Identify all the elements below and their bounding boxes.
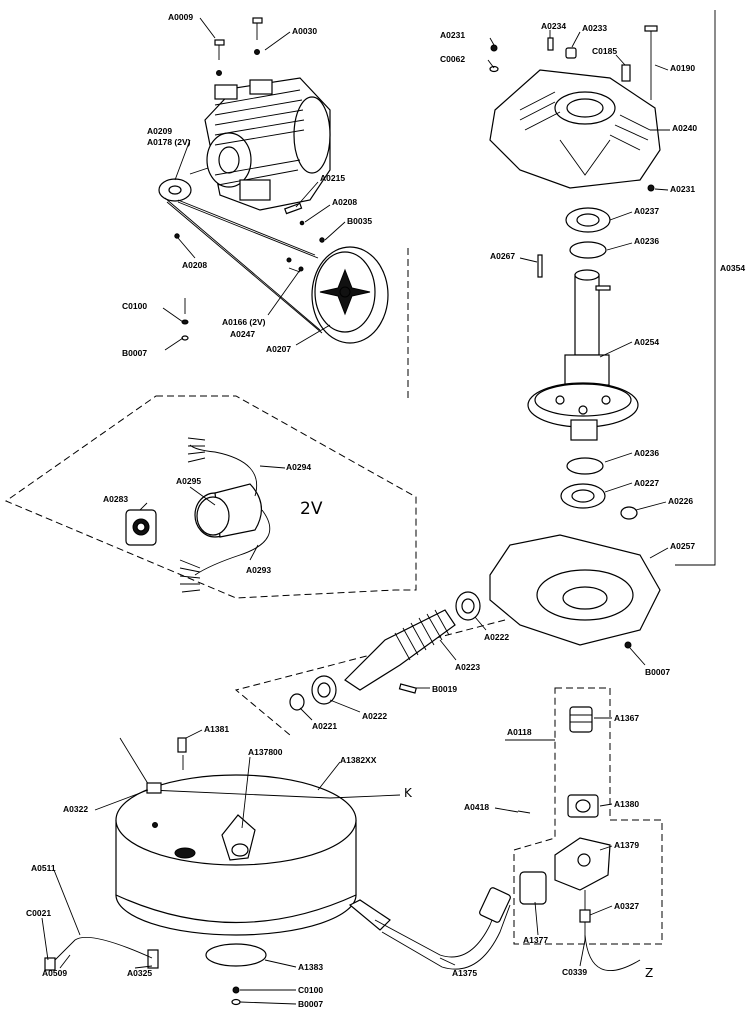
- label-a0190: A0190: [670, 63, 695, 73]
- shaft-assembly: [527, 207, 639, 520]
- label-c0339: C0339: [562, 967, 587, 977]
- label-c0062: C0062: [440, 54, 465, 64]
- label-a0231-top: A0231: [440, 30, 465, 40]
- label-a0221: A0221: [312, 721, 337, 731]
- label-a0166: A0166 (2V): [222, 317, 266, 327]
- label-a0222-left: A0222: [362, 711, 387, 721]
- label-a0283: A0283: [103, 494, 128, 504]
- label-a0226: A0226: [668, 496, 693, 506]
- label-c0185: C0185: [592, 46, 617, 56]
- label-a1383: A1383: [298, 962, 323, 972]
- label-a0236-bottom: A0236: [634, 448, 659, 458]
- label-k: K: [404, 786, 413, 800]
- label-a0294: A0294: [286, 462, 311, 472]
- label-a0118: A0118: [507, 727, 532, 737]
- label-a1377: A1377: [523, 935, 548, 945]
- label-b0035: B0035: [347, 216, 372, 226]
- label-a0267: A0267: [490, 251, 515, 261]
- label-b0019: B0019: [432, 684, 457, 694]
- gearbox-base: [489, 534, 661, 649]
- label-a0511: A0511: [31, 863, 56, 873]
- fittings: [517, 706, 641, 971]
- label-a0178: A0178 (2V): [147, 137, 191, 147]
- label-a0231-bottom: A0231: [670, 184, 695, 194]
- label-a0222-right: A0222: [484, 632, 509, 642]
- label-a0207: A0207: [266, 344, 291, 354]
- a0354-bracket: [675, 10, 716, 566]
- label-b0007-bottom: B0007: [298, 999, 323, 1009]
- label-a0322: A0322: [63, 804, 88, 814]
- label-a0227: A0227: [634, 478, 659, 488]
- label-a0509: A0509: [42, 968, 67, 978]
- fittings-group-box: [513, 687, 663, 945]
- label-a0418: A0418: [464, 802, 489, 812]
- large-pulley: [164, 197, 389, 344]
- label-a0234: A0234: [541, 21, 566, 31]
- label-a0293: A0293: [246, 565, 271, 575]
- electrical-kit-box: [4, 395, 417, 599]
- label-a137800: A137800: [248, 747, 283, 757]
- worm-shaft: [289, 591, 481, 711]
- label-a0354: A0354: [720, 263, 745, 273]
- label-a0030: A0030: [292, 26, 317, 36]
- label-a1379: A1379: [614, 840, 639, 850]
- label-a0208-belt: A0208: [182, 260, 207, 270]
- label-a0233: A0233: [582, 23, 607, 33]
- tank: [44, 737, 511, 1006]
- label-a0223: A0223: [455, 662, 480, 672]
- gearbox-cover: [489, 25, 661, 192]
- label-c0100-bottom: C0100: [298, 985, 323, 995]
- label-a1380: A1380: [614, 799, 639, 809]
- label-z: Z: [645, 966, 653, 980]
- label-b0007-gearbox: B0007: [645, 667, 670, 677]
- label-a0295: A0295: [176, 476, 201, 486]
- label-a1367: A1367: [614, 713, 639, 723]
- leader-lines: [41, 17, 670, 1005]
- label-2v: 2V: [300, 499, 323, 519]
- label-a0325: A0325: [127, 968, 152, 978]
- label-a0208-top: A0208: [332, 197, 357, 207]
- label-a0240: A0240: [672, 123, 697, 133]
- label-a0236-top: A0236: [634, 236, 659, 246]
- motor: [158, 17, 331, 215]
- label-c0021: C0021: [26, 908, 51, 918]
- part-labels: A0009 A0030 A0209 A0178 (2V) A0215 A0208…: [26, 12, 745, 1009]
- label-b0007-top: B0007: [122, 348, 147, 358]
- label-a0209: A0209: [147, 126, 172, 136]
- label-a0215: A0215: [320, 173, 345, 183]
- label-a0257: A0257: [670, 541, 695, 551]
- label-a0237: A0237: [634, 206, 659, 216]
- label-a1382xx: A1382XX: [340, 755, 377, 765]
- label-a1375: A1375: [452, 968, 477, 978]
- label-a0327: A0327: [614, 901, 639, 911]
- electrical-kit: [125, 437, 271, 593]
- label-c0100-top: C0100: [122, 301, 147, 311]
- label-a1381: A1381: [204, 724, 229, 734]
- label-a0009: A0009: [168, 12, 193, 22]
- label-a0247: A0247: [230, 329, 255, 339]
- label-a0254: A0254: [634, 337, 659, 347]
